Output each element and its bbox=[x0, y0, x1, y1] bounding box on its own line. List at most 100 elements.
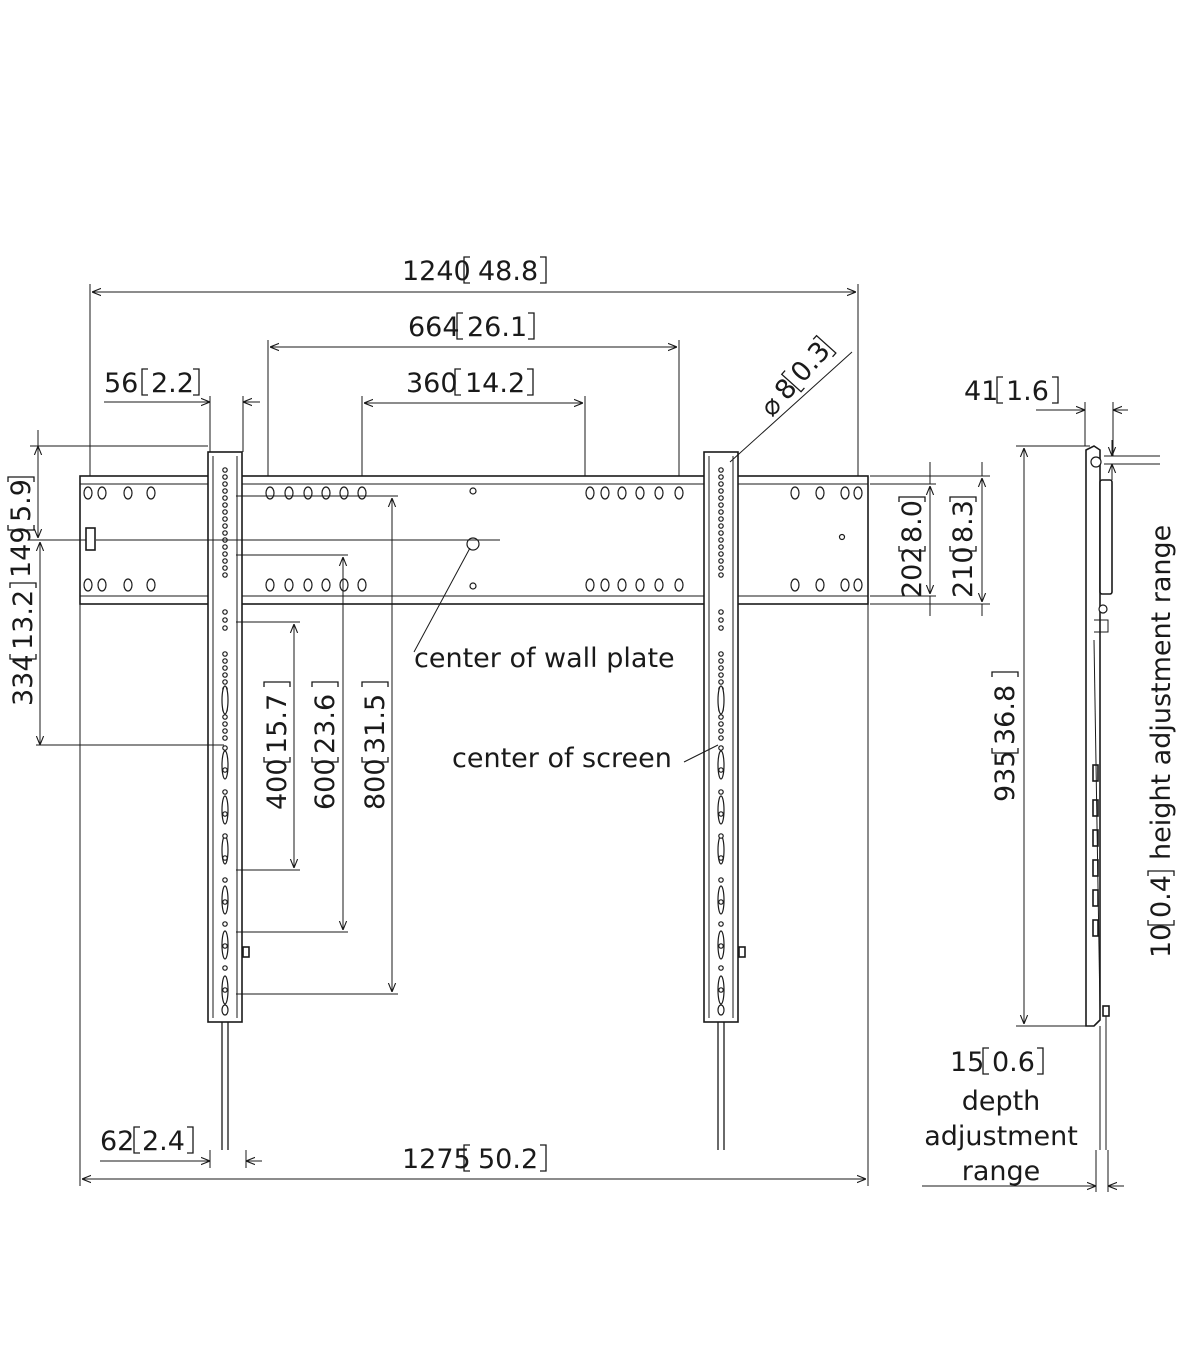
label-center-screen: center of screen bbox=[452, 743, 719, 774]
arm-slot bbox=[717, 685, 725, 715]
slot bbox=[83, 486, 93, 500]
front-view: 1240 48.8 664 26.1 360 14.2 bbox=[6, 256, 990, 1186]
arm-hole bbox=[222, 474, 228, 480]
arm-hole bbox=[718, 474, 724, 480]
dim-side-height: 935 36.8 bbox=[990, 445, 1090, 1027]
arm-hole bbox=[222, 565, 228, 571]
slot bbox=[617, 486, 627, 500]
arm-hole bbox=[222, 921, 228, 927]
arm-hole bbox=[718, 509, 724, 515]
slot bbox=[853, 486, 863, 500]
arm-slot bbox=[221, 685, 229, 715]
slot bbox=[123, 486, 133, 500]
arm-hole bbox=[718, 572, 724, 578]
arm-hole bbox=[718, 516, 724, 522]
arm-hole bbox=[718, 721, 724, 727]
dim-side-depth: 41 1.6 bbox=[964, 376, 1128, 456]
dim-total-width-in: 50.2 bbox=[478, 1144, 538, 1175]
dim-height-adjust: 10 0.4 height adjustment range bbox=[1104, 440, 1177, 958]
dim-overall-width-mm: 1240 bbox=[402, 256, 471, 287]
slot bbox=[339, 486, 349, 500]
arm-hole bbox=[718, 679, 724, 685]
side-slot bbox=[1092, 889, 1099, 907]
arm-hole bbox=[718, 767, 724, 773]
dim-overall-width: 1240 48.8 bbox=[89, 256, 859, 476]
dim-side-height-in: 36.8 bbox=[990, 685, 1021, 745]
arm-hole bbox=[222, 658, 228, 664]
slot bbox=[815, 486, 825, 500]
slot bbox=[654, 578, 664, 592]
arm-hole bbox=[718, 502, 724, 508]
arm-hole bbox=[718, 855, 724, 861]
slot bbox=[840, 578, 850, 592]
arm-hole bbox=[222, 523, 228, 529]
arm-hole bbox=[718, 789, 724, 795]
arm-hole bbox=[718, 833, 724, 839]
arm-hole bbox=[718, 558, 724, 564]
dim-screen-center-offset: 334 13.2 bbox=[8, 542, 224, 746]
slot bbox=[97, 578, 107, 592]
side-slot bbox=[1092, 919, 1099, 937]
side-hook bbox=[1094, 619, 1109, 633]
arm-hole bbox=[222, 558, 228, 564]
arm-slot bbox=[717, 750, 725, 780]
dim-side-depth-mm: 41 bbox=[964, 376, 998, 407]
dim-vesa-600: 600 23.6 bbox=[236, 554, 348, 933]
dim-arm-foot-in: 2.4 bbox=[142, 1126, 185, 1157]
center-wall-plate-text: center of wall plate bbox=[414, 643, 675, 674]
arm-hole bbox=[222, 811, 228, 817]
arm-slot bbox=[717, 795, 725, 825]
arm-hole bbox=[718, 467, 724, 473]
dim-arm-top-offset-in: 5.9 bbox=[6, 479, 37, 522]
side-pivot-mid bbox=[1098, 604, 1108, 614]
bottom-center-hole bbox=[469, 582, 477, 590]
dim-vesa-600-in: 23.6 bbox=[310, 694, 341, 754]
dim-height-adjust-in: 0.4 bbox=[1146, 875, 1177, 918]
dim-overall-width-in: 48.8 bbox=[478, 256, 538, 287]
left-arm bbox=[207, 451, 250, 1150]
slot bbox=[853, 578, 863, 592]
arm-hole bbox=[222, 987, 228, 993]
dim-vesa-800-mm: 800 bbox=[360, 758, 391, 810]
right-marker-hole bbox=[838, 533, 846, 541]
slot bbox=[303, 578, 313, 592]
slot bbox=[674, 578, 684, 592]
dim-vesa-664: 664 26.1 bbox=[267, 312, 680, 476]
arm-hole bbox=[222, 530, 228, 536]
arm-hole bbox=[718, 481, 724, 487]
side-latch bbox=[1099, 479, 1113, 595]
dim-hole-diameter: ⌀ 8 0.3 bbox=[729, 334, 853, 463]
dim-plate-height-inner-mm: 202 bbox=[897, 546, 928, 598]
dim-side-depth-in: 1.6 bbox=[1006, 376, 1049, 407]
arm-hole bbox=[222, 965, 228, 971]
arm-hole bbox=[718, 523, 724, 529]
dim-vesa-800-in: 31.5 bbox=[360, 694, 391, 754]
arm-hole bbox=[718, 735, 724, 741]
arm-hole bbox=[222, 516, 228, 522]
center-screen-text: center of screen bbox=[452, 743, 672, 774]
dim-plate-height-inner-in: 8.0 bbox=[897, 500, 928, 543]
dim-side-height-mm: 935 bbox=[990, 750, 1021, 802]
arm-hole bbox=[222, 672, 228, 678]
arm-hole bbox=[718, 530, 724, 536]
arm-hole bbox=[222, 943, 228, 949]
dim-plate-height-outer: 210 8.3 bbox=[870, 462, 990, 616]
dim-arm-top-offset-mm: 149 bbox=[6, 526, 37, 578]
dim-vesa-360: 360 14.2 bbox=[361, 368, 586, 476]
depth-adjust-line-3: range bbox=[962, 1156, 1041, 1187]
slot bbox=[585, 578, 595, 592]
arm-hole bbox=[222, 721, 228, 727]
arm-hole bbox=[222, 467, 228, 473]
slot bbox=[585, 486, 595, 500]
dim-vesa-400-in: 15.7 bbox=[262, 694, 293, 754]
dim-height-adjust-mm: 10 bbox=[1146, 924, 1177, 958]
slot bbox=[840, 486, 850, 500]
arm-hole bbox=[718, 651, 724, 657]
arm-hole bbox=[222, 679, 228, 685]
slot bbox=[284, 486, 294, 500]
arm-hole bbox=[222, 899, 228, 905]
arm-hole bbox=[718, 537, 724, 543]
arm-hole bbox=[718, 921, 724, 927]
arm-hole bbox=[222, 509, 228, 515]
dim-total-width-mm: 1275 bbox=[402, 1144, 471, 1175]
